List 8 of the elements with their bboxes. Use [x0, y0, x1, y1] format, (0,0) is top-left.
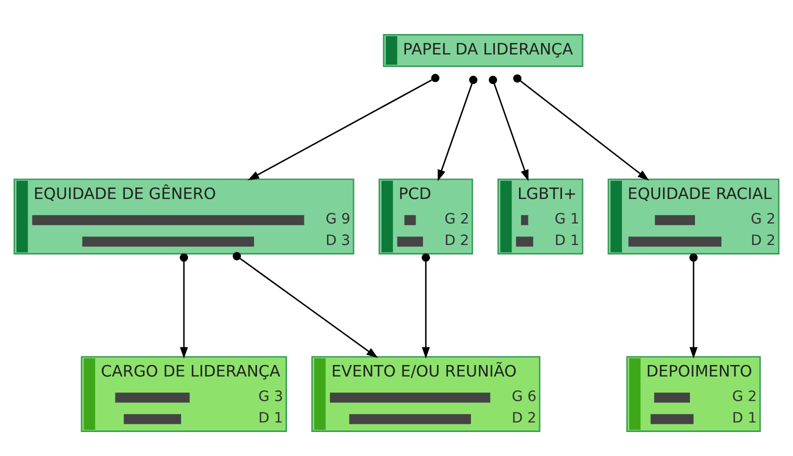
arrow — [248, 74, 440, 180]
arrow — [689, 253, 698, 359]
arrow — [422, 253, 430, 359]
arrow — [513, 74, 650, 181]
arrow — [438, 76, 478, 182]
arrow — [232, 252, 378, 358]
arrow — [180, 253, 188, 359]
arrow — [488, 76, 528, 182]
